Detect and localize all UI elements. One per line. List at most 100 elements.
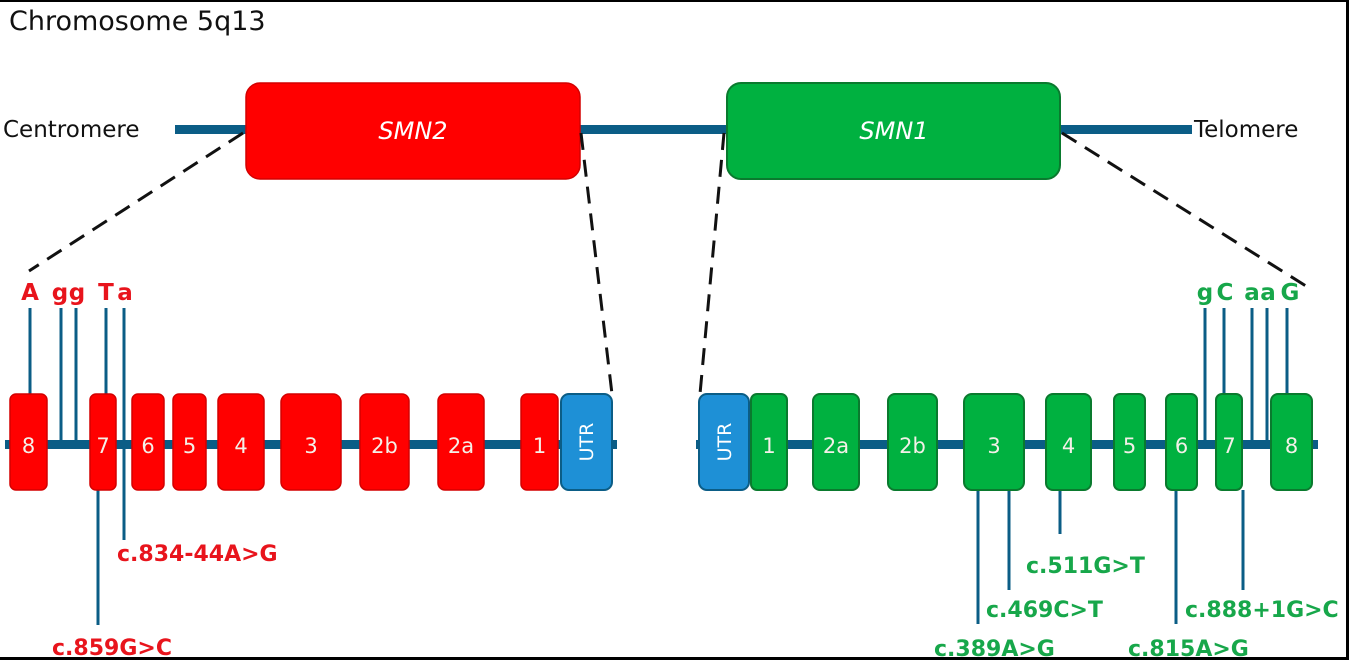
variant-label: c.511G>T [1026, 554, 1145, 579]
exon-label: 4 [234, 434, 247, 458]
smn1-exon: 1 [750, 393, 788, 491]
smn2-exon: 2a [437, 393, 485, 491]
smn1-exon: 7 [1215, 393, 1243, 491]
exon-box [1215, 393, 1243, 491]
zoom-guide-smn2-left [28, 131, 244, 273]
gene-smn1: SMN1 [726, 82, 1061, 180]
exon-label: 2a [823, 434, 849, 458]
gene-label-smn2: SMN2 [378, 117, 447, 145]
variant-label: c.815A>G [1128, 637, 1249, 662]
telomere-label: Telomere [1193, 117, 1298, 143]
smn2-utr: UTR [560, 393, 613, 491]
exon-box [1270, 393, 1313, 491]
exon-label: 6 [1175, 434, 1188, 458]
smn2-exon: 4 [217, 393, 265, 491]
zoom-guide-smn2-right [579, 132, 614, 395]
exon-box [812, 393, 860, 491]
exon-label: 6 [141, 434, 154, 458]
smn2-exons: 8 7 6 5 4 3 2b 2a [9, 393, 613, 491]
exon-label: 5 [1123, 434, 1136, 458]
exon-label: 3 [987, 434, 1000, 458]
chromosome-segment-right [1058, 125, 1192, 134]
exon-label: 2b [899, 434, 926, 458]
variant-label: c.888+1G>C [1185, 598, 1339, 623]
smn2-exon: 5 [172, 393, 207, 491]
exon-box [750, 393, 788, 491]
exon-box [217, 393, 265, 491]
sequence-letter: g [1197, 280, 1213, 306]
centromere-label: Centromere [3, 117, 139, 143]
smn1-variants: c.511G>T c.469C>T c.389A>G c.888+1G>C c.… [934, 554, 1339, 662]
utr-box [560, 393, 613, 491]
exon-box [1113, 393, 1146, 491]
chromosome: Centromere Telomere [3, 117, 1298, 143]
sequence-letter: a [117, 280, 133, 306]
sequence-letter: a [1260, 280, 1276, 306]
smn2-sequence: A g g T a [21, 280, 133, 306]
smn1-exon: 2a [812, 393, 860, 491]
smn2-exon: 8 [9, 393, 48, 491]
smn1-exons: UTR 1 2a 2b 3 4 5 6 [698, 393, 1313, 491]
exon-label: 7 [1222, 434, 1235, 458]
sequence-letter: g [69, 280, 85, 306]
utr-box [698, 393, 750, 491]
smn2-exon: 7 [89, 393, 117, 491]
gene-box-smn2 [245, 82, 581, 180]
smn2-exon: 3 [280, 393, 342, 491]
exon-label: 4 [1062, 434, 1075, 458]
exon-box [131, 393, 165, 491]
exon-label: 2a [448, 434, 474, 458]
exon-box [9, 393, 48, 491]
exon-box [172, 393, 207, 491]
chromosome-segment-middle [578, 125, 730, 134]
exon-label: 3 [304, 434, 317, 458]
smn1-exon: 3 [963, 393, 1025, 491]
sequence-letter: G [1281, 280, 1300, 306]
exon-label: 5 [183, 434, 196, 458]
variant-label: c.859G>C [52, 636, 172, 661]
smn2-variants: c.834-44A>G c.859G>C [52, 542, 278, 661]
zoom-guides [28, 131, 1307, 395]
smn1-exon: 8 [1270, 393, 1313, 491]
sequence-letter: A [21, 280, 39, 306]
exon-box [89, 393, 117, 491]
chromosome-segment-left [175, 125, 247, 134]
exon-box [963, 393, 1025, 491]
smn1-exon: 6 [1165, 393, 1198, 491]
exon-box [1165, 393, 1198, 491]
smn1-exon: 4 [1045, 393, 1092, 491]
exon-label: 8 [1285, 434, 1298, 458]
exon-box [437, 393, 485, 491]
exon-box [280, 393, 342, 491]
utr-label: UTR [714, 423, 736, 462]
variant-label: c.389A>G [934, 637, 1055, 662]
smn1-exon: 2b [887, 393, 938, 491]
zoom-guide-smn1-right [1061, 131, 1307, 288]
smn2-exon: 1 [520, 393, 559, 491]
smn1-sequence-connectors [976, 308, 1289, 624]
variant-label: c.469C>T [986, 598, 1103, 623]
exon-label: 1 [533, 434, 546, 458]
smn1-exon: 5 [1113, 393, 1146, 491]
smn1-sequence: g C a a G [1197, 280, 1300, 306]
gene-label-smn1: SMN1 [859, 117, 928, 145]
exon-box [887, 393, 938, 491]
gene-box-smn1 [726, 82, 1061, 180]
sequence-letter: C [1217, 280, 1234, 306]
diagram-title: Chromosome 5q13 [9, 6, 266, 37]
utr-label: UTR [576, 423, 598, 462]
smn2-exon: 2b [359, 393, 410, 491]
sequence-letter: T [98, 280, 114, 306]
exon-box [1045, 393, 1092, 491]
gene-smn2: SMN2 [245, 82, 581, 180]
smn2-exon: 6 [131, 393, 165, 491]
smn2-sequence-connectors [28, 308, 126, 625]
sequence-letter: g [52, 280, 68, 306]
smn1-utr: UTR [698, 393, 750, 491]
exon-label: 1 [762, 434, 775, 458]
exon-label: 8 [22, 434, 35, 458]
exon-box [520, 393, 559, 491]
exon-label: 7 [96, 434, 109, 458]
sequence-letter: a [1244, 280, 1260, 306]
